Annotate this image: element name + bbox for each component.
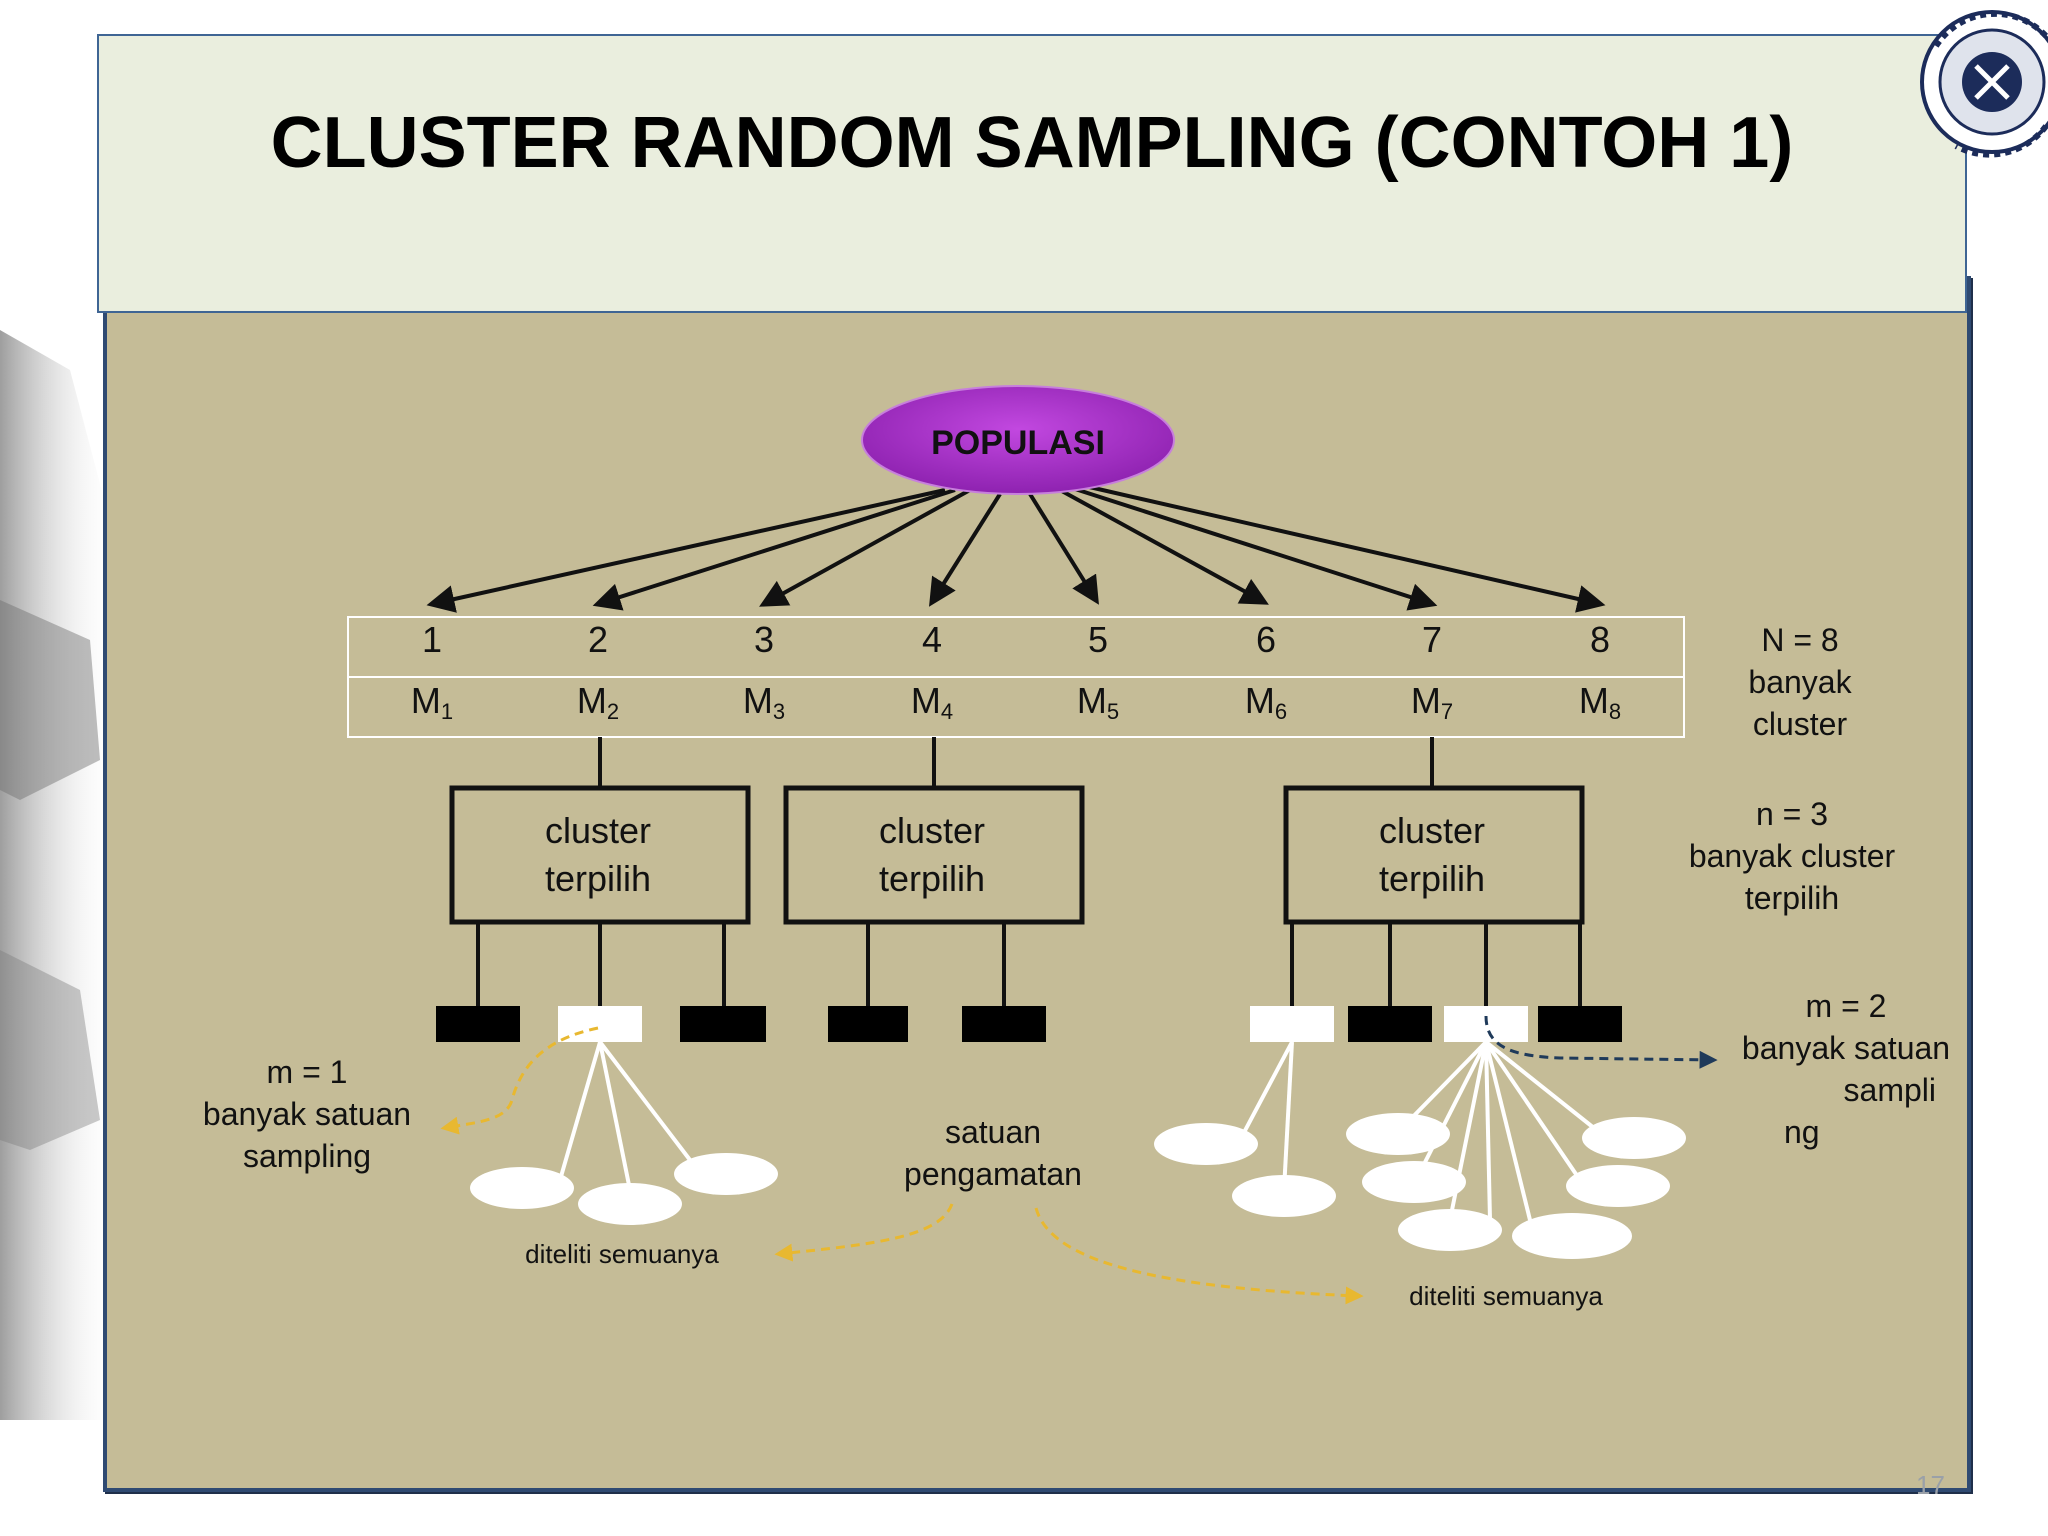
- cluster-size-label: M6: [1245, 680, 1287, 724]
- arrow-observation-left: [774, 1203, 954, 1262]
- arrow-m2: [1484, 1015, 1718, 1069]
- population-arrows: [426, 484, 1606, 613]
- label-all-studied-right: diteliti semuanya: [1409, 1281, 1603, 1311]
- sampling-unit: [828, 1006, 908, 1042]
- note-m1-line1: m = 1: [267, 1054, 348, 1090]
- observation-unit: [1566, 1165, 1670, 1207]
- arrow-observation-right: [1034, 1207, 1364, 1305]
- observation-unit: [470, 1167, 574, 1209]
- cluster-numbers: 1 2 3 4 5 6 7 8: [422, 619, 1610, 660]
- selected-cluster-line1: cluster: [1379, 810, 1485, 851]
- note-m2-line1: m = 2: [1806, 988, 1887, 1024]
- arrow-to-cluster-4: [929, 492, 1002, 607]
- note-m2: m = 2 banyak satuan sampli ng: [1742, 988, 1950, 1150]
- note-m2-line3: sampli: [1844, 1072, 1936, 1108]
- annotation-arrows: [440, 1015, 1718, 1305]
- selected-cluster-box: cluster terpilih: [449, 785, 751, 925]
- note-N-line2: banyak: [1748, 664, 1852, 700]
- note-n-line1: n = 3: [1756, 796, 1828, 832]
- selected-cluster-line2: terpilih: [1379, 858, 1485, 899]
- arrow-to-cluster-5: [1028, 492, 1099, 605]
- label-all-studied-left: diteliti semuanya: [525, 1239, 719, 1269]
- observation-unit: [1154, 1123, 1258, 1165]
- note-observation-unit: satuan pengamatan: [904, 1114, 1082, 1192]
- cluster-size-label: M5: [1077, 680, 1119, 724]
- sampling-unit-selected: [558, 1006, 642, 1042]
- observation-lines: [558, 1040, 1606, 1221]
- observation-unit: [578, 1183, 682, 1225]
- cluster-number: 5: [1088, 619, 1108, 660]
- arrow-to-cluster-8: [1084, 484, 1606, 613]
- sampling-unit: [1348, 1006, 1432, 1042]
- population-node: POPULASI: [861, 385, 1175, 495]
- note-m2-line2: banyak satuan: [1742, 1030, 1950, 1066]
- cluster-number: 6: [1256, 619, 1276, 660]
- arrow-to-cluster-3: [759, 488, 971, 607]
- arrow-to-cluster-7: [1071, 486, 1438, 611]
- selected-cluster-box: cluster terpilih: [783, 785, 1085, 925]
- note-n-line3: terpilih: [1745, 880, 1839, 916]
- sampling-unit: [680, 1006, 766, 1042]
- population-label: POPULASI: [931, 424, 1105, 462]
- sampling-unit-selected: [1250, 1006, 1334, 1042]
- cluster-size-label: M4: [911, 680, 953, 724]
- page-number: 17: [1916, 1470, 1945, 1500]
- observation-unit: [674, 1153, 778, 1195]
- note-N-line1: N = 8: [1761, 622, 1838, 658]
- sampling-units: [436, 1006, 1622, 1042]
- note-n-line2: banyak cluster: [1689, 838, 1896, 874]
- cluster-size-label: M3: [743, 680, 785, 724]
- note-m2-line4: ng: [1784, 1114, 1820, 1150]
- arrow-to-cluster-1: [426, 488, 946, 613]
- note-N: N = 8 banyak cluster: [1748, 622, 1852, 742]
- cluster-size-label: M1: [411, 680, 453, 724]
- observation-unit: [1512, 1213, 1632, 1259]
- cluster-table: [347, 616, 1685, 738]
- arrow-to-cluster-2: [592, 488, 956, 611]
- arrow-m1: [440, 1026, 599, 1135]
- cluster-sizes: M1 M2 M3 M4 M5 M6 M7 M8: [411, 680, 1621, 724]
- selected-cluster-line2: terpilih: [545, 858, 651, 899]
- observation-unit: [1232, 1175, 1336, 1217]
- selected-cluster-box: cluster terpilih: [1283, 785, 1585, 925]
- selected-cluster-line1: cluster: [545, 810, 651, 851]
- cluster-number: 7: [1422, 619, 1442, 660]
- note-n: n = 3 banyak cluster terpilih: [1689, 796, 1896, 916]
- selection-connectors: [598, 737, 1434, 788]
- cluster-size-label: M2: [577, 680, 619, 724]
- observation-units: [470, 1113, 1686, 1259]
- note-m1-line3: sampling: [243, 1138, 371, 1174]
- cluster-number: 8: [1590, 619, 1610, 660]
- cluster-number: 4: [922, 619, 942, 660]
- sampling-unit: [436, 1006, 520, 1042]
- cluster-number: 1: [422, 619, 442, 660]
- selected-cluster-line1: cluster: [879, 810, 985, 851]
- sampling-unit: [962, 1006, 1046, 1042]
- note-N-line3: cluster: [1753, 706, 1848, 742]
- observation-unit: [1582, 1117, 1686, 1159]
- note-m1-line2: banyak satuan: [203, 1096, 411, 1132]
- observation-unit: [1398, 1209, 1502, 1251]
- title-box: CLUSTER RANDOM SAMPLING (CONTOH 1): [97, 34, 1967, 313]
- observation-unit: [1346, 1113, 1450, 1155]
- sampling-unit: [1538, 1006, 1622, 1042]
- arrow-to-cluster-6: [1059, 488, 1269, 605]
- cluster-size-label: M8: [1579, 680, 1621, 724]
- university-seal-logo: [1920, 10, 2048, 158]
- note-m1: m = 1 banyak satuan sampling: [203, 1054, 411, 1174]
- note-observation-line2: pengamatan: [904, 1156, 1082, 1192]
- selected-cluster-line2: terpilih: [879, 858, 985, 899]
- cluster-size-label: M7: [1411, 680, 1453, 724]
- note-observation-line1: satuan: [945, 1114, 1041, 1150]
- cluster-number: 2: [588, 619, 608, 660]
- cluster-number: 3: [754, 619, 774, 660]
- observation-unit: [1362, 1161, 1466, 1203]
- unit-connectors: [476, 922, 1582, 1006]
- slide-title: CLUSTER RANDOM SAMPLING (CONTOH 1): [270, 103, 1794, 183]
